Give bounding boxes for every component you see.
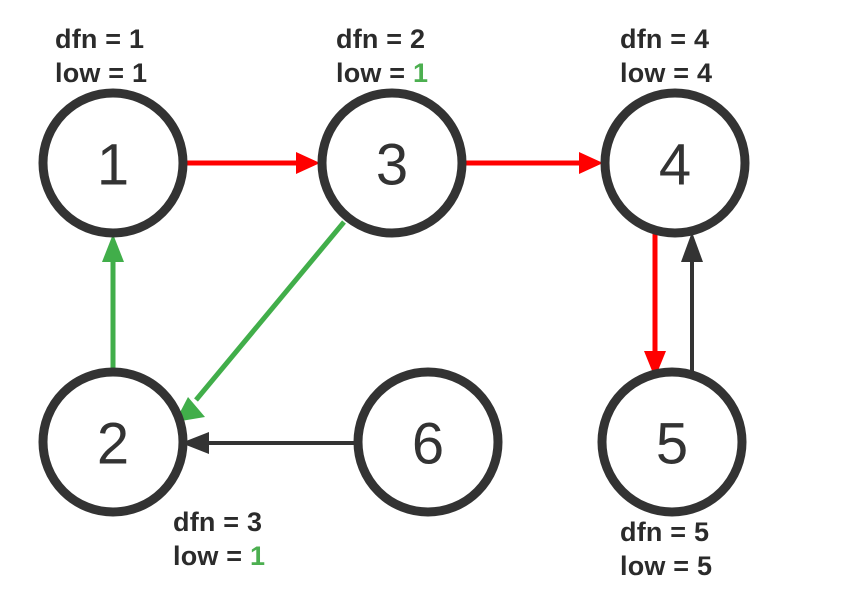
annotation-node-2: dfn = 3 low = 1: [173, 505, 265, 574]
annotation-node-3-low: low = 1: [336, 56, 428, 90]
annotation-node-4-low-prefix: low =: [620, 58, 697, 89]
annotation-node-1: dfn = 1 low = 1: [55, 22, 147, 91]
node-5-label: 5: [656, 412, 688, 477]
node-1-circle[interactable]: [38, 88, 188, 238]
node-3-label: 3: [376, 133, 408, 198]
edge-3-to-4-arrowhead: [579, 152, 603, 174]
edge-6-to-2-arrowhead: [181, 432, 209, 454]
annotation-node-4: dfn = 4 low = 4: [620, 22, 712, 91]
annotation-node-3-low-value: 1: [412, 58, 429, 89]
node-3-circle[interactable]: [317, 88, 467, 238]
node-3[interactable]: 3: [317, 88, 467, 238]
edge-4-to-5: [644, 231, 666, 378]
annotation-node-1-low-prefix: low =: [55, 58, 132, 89]
edge-3-to-4: [464, 152, 603, 174]
node-1-label: 1: [97, 133, 129, 198]
annotation-node-2-low-value: 1: [249, 541, 266, 572]
annotation-node-4-low-value: 4: [696, 58, 713, 89]
node-4-label: 4: [659, 133, 691, 198]
annotation-node-5-low: low = 5: [620, 549, 712, 583]
node-5[interactable]: 5: [597, 367, 747, 517]
edge-6-to-2: [181, 432, 357, 454]
edge-3-to-2-line: [194, 220, 346, 402]
node-6-circle[interactable]: [353, 367, 503, 517]
edge-1-to-3: [185, 152, 320, 174]
node-6[interactable]: 6: [353, 367, 503, 517]
node-2[interactable]: 2: [38, 367, 188, 517]
annotation-node-2-dfn: dfn = 3: [173, 507, 263, 537]
annotation-node-3-low-prefix: low =: [336, 58, 413, 89]
node-2-label: 2: [97, 412, 129, 477]
node-4[interactable]: 4: [600, 88, 750, 238]
node-5-circle[interactable]: [597, 367, 747, 517]
annotation-node-2-low: low = 1: [173, 539, 265, 573]
edge-2-to-1-arrowhead: [102, 234, 124, 262]
annotation-node-5-dfn: dfn = 5: [620, 517, 710, 547]
annotation-node-3-dfn: dfn = 2: [336, 24, 426, 54]
annotation-node-4-low: low = 4: [620, 56, 712, 90]
annotation-node-5: dfn = 5 low = 5: [620, 515, 712, 584]
annotation-node-3: dfn = 2 low = 1: [336, 22, 428, 91]
edge-layer: [102, 152, 703, 454]
node-2-circle[interactable]: [38, 367, 188, 517]
node-4-circle[interactable]: [600, 88, 750, 238]
annotation-node-5-low-prefix: low =: [620, 551, 697, 582]
edge-1-to-3-arrowhead: [296, 152, 320, 174]
annotation-node-2-low-prefix: low =: [173, 541, 250, 572]
edge-5-to-4: [681, 232, 703, 378]
annotation-node-4-dfn: dfn = 4: [620, 24, 710, 54]
edge-3-to-2: [175, 220, 346, 422]
annotation-node-5-low-value: 5: [696, 551, 713, 582]
node-layer: 1 3 4 2 6 5: [38, 88, 750, 517]
node-6-label: 6: [412, 412, 444, 477]
edge-4-to-5-arrowhead: [644, 351, 666, 378]
edge-5-to-4-arrowhead: [681, 232, 703, 262]
annotation-node-1-dfn: dfn = 1: [55, 24, 145, 54]
edge-2-to-1: [102, 234, 124, 373]
annotation-node-1-low-value: 1: [131, 58, 148, 89]
annotation-node-1-low: low = 1: [55, 56, 147, 90]
node-1[interactable]: 1: [38, 88, 188, 238]
